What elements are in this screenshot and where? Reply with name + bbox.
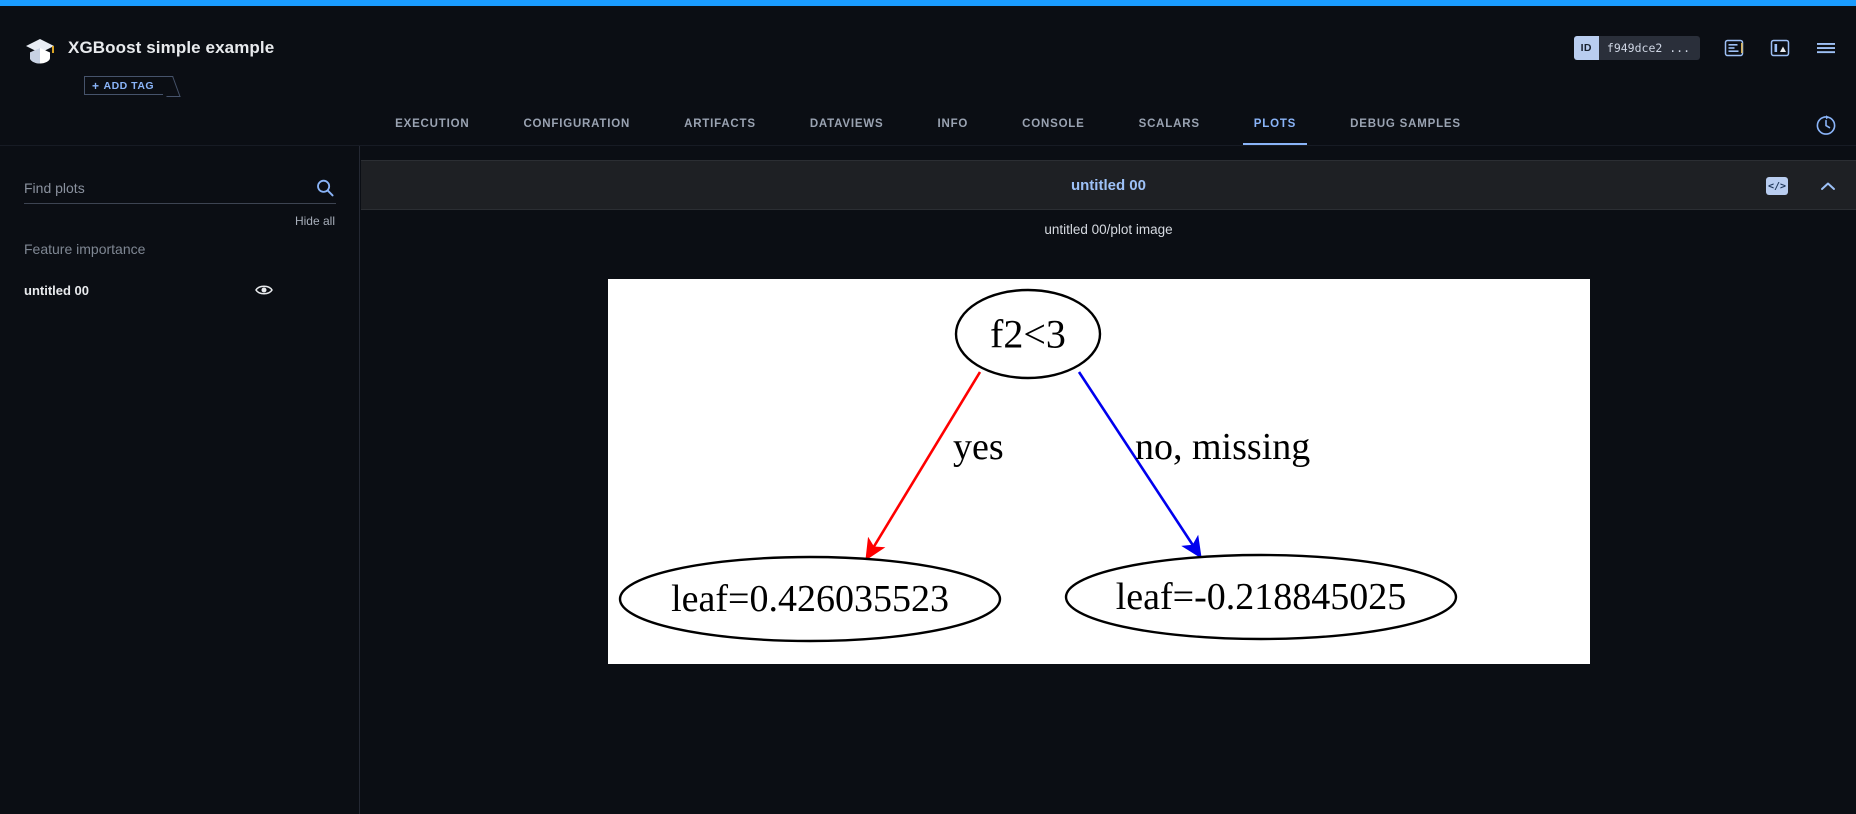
- tab-label: PLOTS: [1253, 118, 1297, 130]
- tree-node-right-leaf: leaf=-0.218845025: [1064, 553, 1458, 641]
- hamburger-menu-icon[interactable]: [1814, 36, 1838, 60]
- plot-image-canvas[interactable]: f2<3 leaf=0.426035523 leaf=-0.218845025 …: [608, 279, 1590, 664]
- edge-label-no-missing: no, missing: [1135, 426, 1310, 468]
- tab-scalars[interactable]: SCALARS: [1112, 103, 1227, 145]
- experiment-id-chip[interactable]: ID f949dce2 ...: [1573, 36, 1700, 60]
- page-title: XGBoost simple example: [68, 38, 274, 58]
- tree-node-left-leaf: leaf=0.426035523: [618, 555, 1002, 643]
- tab-list: EXECUTION CONFIGURATION ARTIFACTS DATAVI…: [368, 103, 1488, 145]
- history-clock-icon[interactable]: [1814, 113, 1838, 137]
- tab-label: EXECUTION: [395, 118, 470, 130]
- report-icon[interactable]: [1722, 36, 1746, 60]
- experiment-tabs: EXECUTION CONFIGURATION ARTIFACTS DATAVI…: [0, 104, 1856, 146]
- sidebar-item-untitled-00[interactable]: untitled 00: [0, 273, 360, 307]
- tab-debug-samples[interactable]: DEBUG SAMPLES: [1323, 103, 1488, 145]
- plot-panel-title: untitled 00: [1070, 176, 1146, 194]
- tree-node-root-label: f2<3: [990, 312, 1066, 357]
- plot-image-caption: untitled 00/plot image: [1044, 222, 1173, 237]
- edge-yes: [865, 371, 982, 561]
- tab-configuration[interactable]: CONFIGURATION: [496, 103, 657, 145]
- hide-all-button[interactable]: Hide all: [294, 214, 335, 228]
- plots-main-area: untitled 00 </> untitled 00/plot image: [361, 146, 1856, 814]
- tab-label: DATAVIEWS: [809, 118, 884, 130]
- search-plots-row: [24, 172, 336, 204]
- edge-label-yes: yes: [953, 426, 1004, 468]
- tab-label: CONFIGURATION: [523, 118, 631, 130]
- search-input[interactable]: [24, 179, 314, 196]
- chevron-up-icon[interactable]: [1818, 176, 1838, 196]
- header-actions: ID f949dce2 ...: [1573, 36, 1838, 60]
- tab-info[interactable]: INFO: [910, 103, 995, 145]
- tab-execution[interactable]: EXECUTION: [368, 103, 496, 145]
- tab-label: SCALARS: [1138, 118, 1200, 130]
- experiment-title: XGBoost simple example: [68, 38, 275, 57]
- code-view-icon[interactable]: </>: [1766, 177, 1788, 195]
- plot-panel-header: untitled 00 </>: [361, 160, 1856, 210]
- tab-plots[interactable]: PLOTS: [1227, 103, 1323, 145]
- add-tag-label: ADD TAG: [103, 79, 155, 92]
- tab-label: DEBUG SAMPLES: [1350, 118, 1461, 130]
- tree-node-root: f2<3: [954, 288, 1102, 380]
- tab-console[interactable]: CONSOLE: [995, 103, 1111, 145]
- tab-label: ARTIFACTS: [684, 118, 756, 130]
- plus-icon: +: [92, 78, 100, 93]
- graduation-cap-icon: [24, 36, 56, 66]
- dashboard-icon[interactable]: [1768, 36, 1792, 60]
- tree-node-right-leaf-label: leaf=-0.218845025: [1116, 576, 1407, 618]
- plot-group-title: Feature importance: [24, 241, 146, 257]
- tab-artifacts[interactable]: ARTIFACTS: [657, 103, 783, 145]
- id-value: f949dce2 ...: [1606, 41, 1690, 55]
- tab-dataviews[interactable]: DATAVIEWS: [783, 103, 911, 145]
- plot-panel-actions: </>: [1766, 161, 1838, 211]
- plots-sidebar: Hide all Feature importance untitled 00: [0, 146, 360, 814]
- tab-label: CONSOLE: [1022, 118, 1085, 130]
- tree-node-left-leaf-label: leaf=0.426035523: [671, 578, 949, 620]
- edge-no-missing: [1077, 371, 1202, 559]
- add-tag-button[interactable]: + ADD TAG: [84, 76, 164, 95]
- tab-label: INFO: [937, 118, 969, 130]
- eye-icon[interactable]: [255, 281, 273, 299]
- list-item-label: untitled 00: [24, 282, 90, 298]
- xgboost-tree-diagram: f2<3 leaf=0.426035523 leaf=-0.218845025 …: [618, 288, 1458, 643]
- id-label: ID: [1573, 36, 1599, 60]
- search-icon[interactable]: [314, 177, 336, 199]
- page-header: XGBoost simple example + ADD TAG ID f949…: [0, 6, 1856, 104]
